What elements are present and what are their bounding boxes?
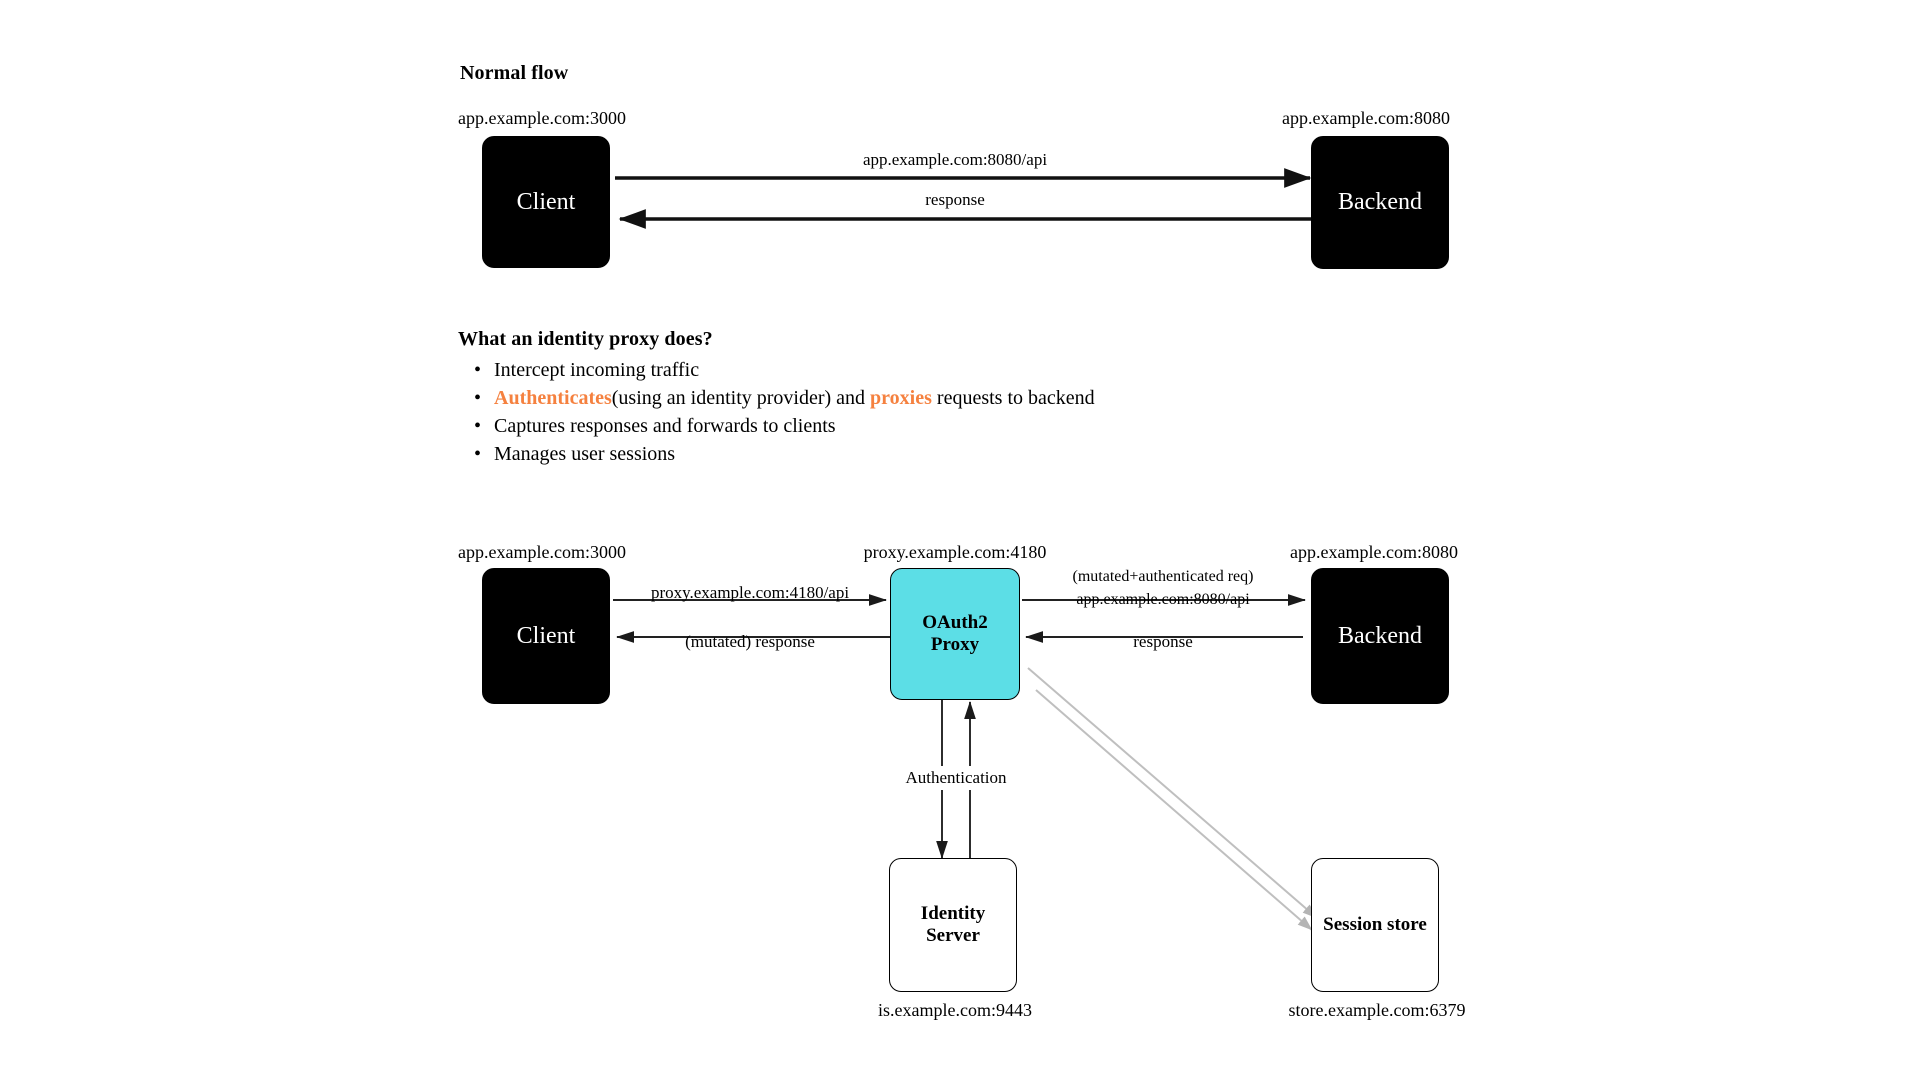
node-backend-proxy-label: Backend (1338, 622, 1422, 649)
bullet-highlight-text: Authenticates (494, 387, 612, 409)
edge-label-authentication: Authentication (899, 766, 1013, 790)
proxy-caption: proxy.example.com:4180 (863, 542, 1047, 562)
list-item: Intercept incoming traffic (468, 356, 1095, 384)
bullet-highlight-text: proxies (870, 387, 932, 409)
bullet-text-1: Authenticates(using an identity provider… (494, 387, 1095, 409)
identity-proxy-bullet-list: Intercept incoming traffic Authenticates… (468, 356, 1095, 468)
bullet-plain-text: requests to backend (931, 387, 1095, 409)
bullet-text-3: Manages user sessions (494, 443, 675, 465)
proxy-flow-backend-caption: app.example.com:8080 (1290, 542, 1458, 562)
node-identity-server: Identity Server (889, 858, 1017, 992)
bullet-text-0: Intercept incoming traffic (494, 359, 699, 381)
edge-label-proxy-to-backend-line2: app.example.com:8080/api (1076, 591, 1250, 608)
list-item: Captures responses and forwards to clien… (468, 412, 1095, 440)
node-oauth2-proxy: OAuth2 Proxy (890, 568, 1020, 700)
node-client-proxy: Client (482, 568, 610, 704)
edge-label-response-normal: response (925, 190, 985, 209)
node-identity-server-label-line1: Identity (920, 902, 986, 924)
node-client-proxy-label: Client (516, 622, 576, 649)
bullet-plain-text: Captures responses and forwards to clien… (494, 415, 836, 437)
edge-label-backend-to-proxy: response (1133, 632, 1193, 651)
node-identity-server-label-line2: Server (926, 925, 980, 946)
proxy-flow-client-caption: app.example.com:3000 (458, 542, 626, 562)
node-backend-normal: Backend (1311, 136, 1449, 269)
edge-label-request-normal: app.example.com:8080/api (862, 150, 1048, 169)
list-item: Authenticates(using an identity provider… (468, 384, 1095, 412)
node-session-store-label: Session store (1323, 913, 1427, 935)
node-oauth2-proxy-label-line2: Proxy (930, 634, 980, 655)
identity-server-caption: is.example.com:9443 (878, 1000, 1032, 1020)
normal-flow-client-caption: app.example.com:3000 (458, 108, 626, 128)
edge-label-proxy-to-client: (mutated) response (685, 632, 815, 651)
bullet-text-2: Captures responses and forwards to clien… (494, 415, 836, 437)
session-store-caption: store.example.com:6379 (1288, 1000, 1466, 1020)
node-oauth2-proxy-label-line1: OAuth2 (922, 611, 988, 633)
normal-flow-backend-caption: app.example.com:8080 (1282, 108, 1450, 128)
node-client-normal-label: Client (516, 188, 576, 215)
node-client-normal: Client (482, 136, 610, 268)
edge-label-client-to-proxy: proxy.example.com:4180/api (650, 583, 850, 602)
identity-proxy-title: What an identity proxy does? (458, 328, 713, 350)
node-backend-proxy: Backend (1311, 568, 1449, 704)
list-item: Manages user sessions (468, 440, 1095, 468)
edge-label-proxy-to-backend-line1: (mutated+authenticated req) (1072, 568, 1254, 585)
bullet-plain-text: Manages user sessions (494, 443, 676, 465)
wire-session-store-to-proxy (1035, 689, 1313, 931)
node-backend-normal-label: Backend (1338, 189, 1422, 216)
bullet-plain-text: (using an identity provider) and (611, 387, 871, 409)
bullet-plain-text: Intercept incoming traffic (494, 359, 700, 381)
wire-proxy-to-session-store (1027, 667, 1318, 919)
normal-flow-title: Normal flow (460, 62, 569, 84)
node-session-store: Session store (1311, 858, 1439, 992)
